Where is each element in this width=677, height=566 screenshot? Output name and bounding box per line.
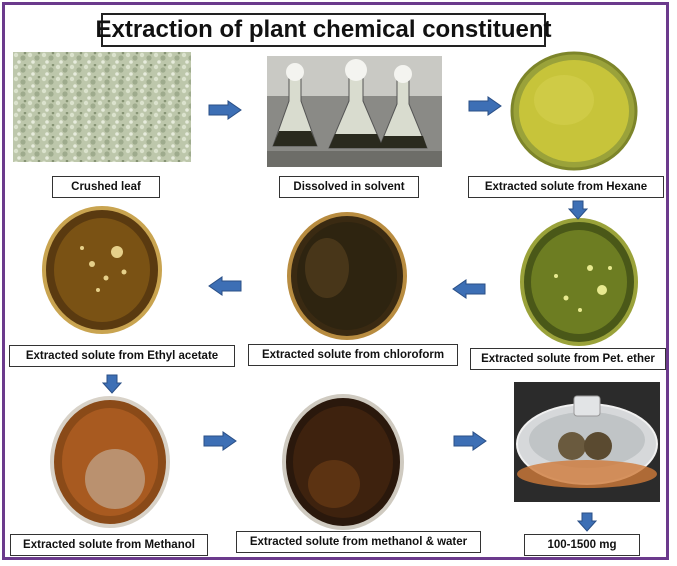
- arrow-right-icon: [203, 431, 237, 451]
- methanol-water-dish-image: [282, 392, 404, 532]
- desiccator-image: [514, 382, 660, 502]
- label-final-yield: 100-1500 mg: [524, 534, 640, 556]
- arrow-left-icon: [452, 279, 486, 299]
- label-methanol: Extracted solute from Methanol: [10, 534, 208, 556]
- diagram-frame: [2, 2, 669, 560]
- label-methanol-water: Extracted solute from methanol & water: [236, 531, 481, 553]
- arrow-right-icon: [208, 100, 242, 120]
- label-hexane: Extracted solute from Hexane: [468, 176, 664, 198]
- arrow-down-icon: [577, 512, 597, 532]
- label-pet-ether: Extracted solute from Pet. ether: [470, 348, 666, 370]
- label-chloroform: Extracted solute from chloroform: [248, 344, 458, 366]
- label-ethyl-acetate: Extracted solute from Ethyl acetate: [9, 345, 235, 367]
- arrow-down-icon: [102, 374, 122, 394]
- pet-ether-dish-image: [520, 218, 638, 346]
- ethyl-acetate-dish-image: [42, 204, 162, 334]
- arrow-right-icon: [468, 96, 502, 116]
- label-dissolved-in-solvent: Dissolved in solvent: [279, 176, 419, 198]
- solvent-flasks-image: [267, 56, 442, 167]
- crushed-leaf-image: [13, 52, 191, 162]
- arrow-down-icon: [568, 200, 588, 220]
- chloroform-dish-image: [287, 208, 407, 340]
- hexane-dish-image: [509, 50, 639, 172]
- arrow-left-icon: [208, 276, 242, 296]
- methanol-dish-image: [50, 394, 170, 529]
- diagram-title: Extraction of plant chemical constituent: [95, 13, 552, 47]
- label-crushed-leaf: Crushed leaf: [52, 176, 160, 198]
- arrow-right-icon: [453, 431, 487, 451]
